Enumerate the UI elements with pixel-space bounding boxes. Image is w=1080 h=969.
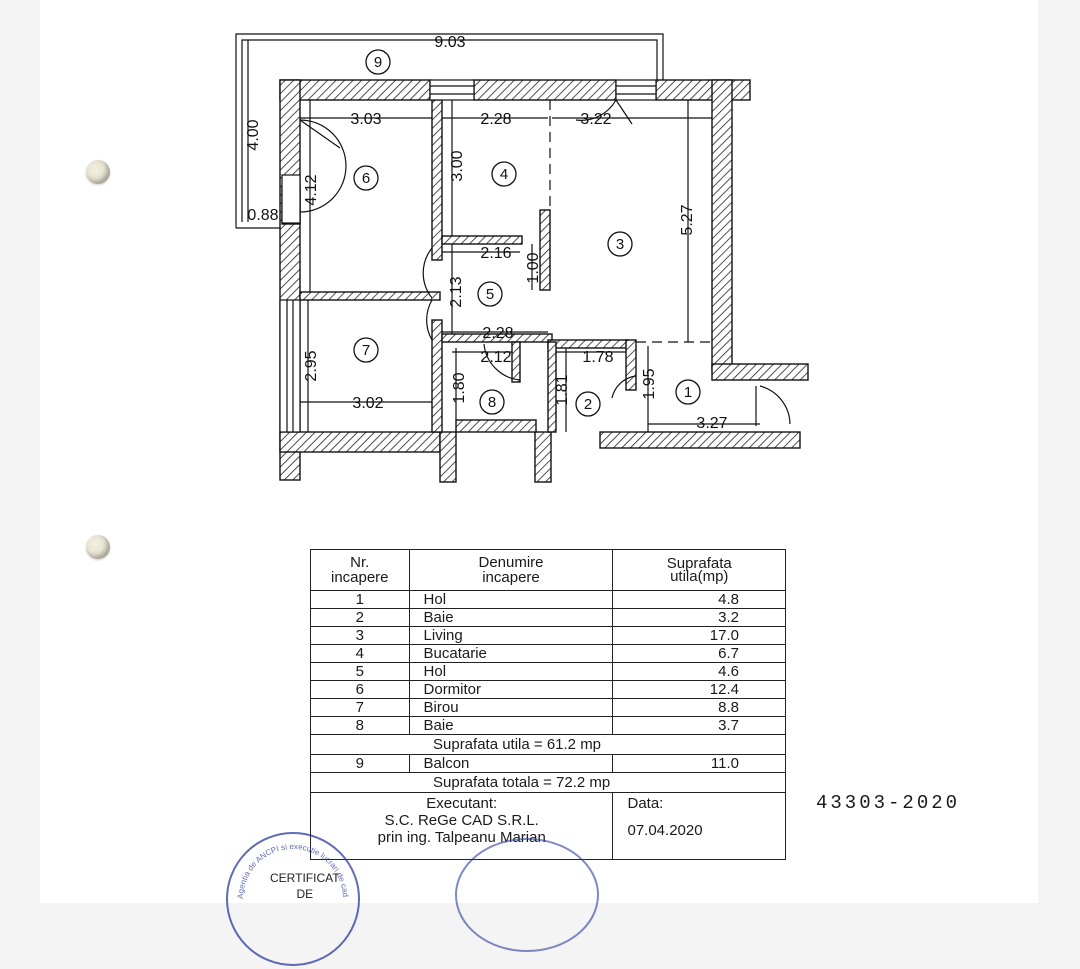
executant-label: Executant:: [426, 795, 498, 812]
door-swings: [299, 99, 791, 426]
windows: [279, 79, 657, 433]
room-number-6: 6: [362, 170, 370, 187]
dashed-openings: [549, 100, 712, 343]
room-number-3: 3: [616, 236, 624, 253]
room-number-1: 1: [684, 384, 692, 401]
dim-room6-width: 3.03: [350, 111, 381, 128]
room-number-4: 4: [500, 166, 508, 183]
dim-balcony-height: 4.00: [245, 119, 262, 150]
subtotal-row: Suprafata utila = 61.2 mp: [310, 734, 786, 755]
room-number-9: 9: [374, 54, 382, 71]
dim-room1-height: 1.95: [641, 368, 658, 399]
executant-cell: Executant: S.C. ReGe CAD S.R.L. prin ing…: [309, 792, 614, 860]
executant-company: S.C. ReGe CAD S.R.L.: [384, 812, 539, 829]
room-number-5: 5: [486, 286, 494, 303]
dim-room2-width: 1.78: [582, 349, 613, 366]
header-area: Suprafata utila(mp): [612, 549, 786, 591]
room-number-8: 8: [488, 394, 496, 411]
executant-person: prin ing. Talpeanu Marian: [377, 829, 546, 846]
dim-room7-width: 3.02: [352, 395, 383, 412]
total-text: Suprafata totala = 72.2 mp: [310, 772, 786, 793]
dim-room7-height: 2.95: [303, 350, 320, 381]
dim-room8-height: 1.80: [451, 372, 468, 403]
handwritten-serial: 43303-2020: [816, 792, 961, 814]
room-area-table: Nr. incapere Denumire incapere Suprafata…: [309, 549, 786, 860]
dim-room3-width: 3.22: [580, 111, 611, 128]
date-value: 07.04.2020: [627, 822, 703, 839]
room-number-2: 2: [584, 396, 592, 413]
company-stamp: [455, 838, 599, 952]
room-markers: 9 6 4 3 5 7 8 2 1: [353, 49, 701, 417]
date-cell: Data: 07.04.2020: [612, 792, 786, 860]
dim-total-width: 9.03: [434, 34, 465, 51]
ancpi-stamp: Agentia de ANCPI si executie lucrari de …: [226, 827, 360, 966]
dimension-lines: [247, 40, 760, 432]
dim-room4-height: 3.00: [449, 150, 466, 181]
total-row: Suprafata totala = 72.2 mp: [310, 772, 786, 793]
balcony-outline: [235, 33, 664, 229]
dim-balcony-depth: 0.88: [247, 207, 278, 224]
dim-niche-height: 1.00: [525, 252, 542, 283]
subtotal-text: Suprafata utila = 61.2 mp: [310, 734, 786, 755]
ancpi-stamp-ring: Agentia de ANCPI si executie lucrari de …: [226, 827, 350, 899]
dim-room5-height: 2.13: [448, 276, 465, 307]
binder-hole-top: [86, 160, 110, 184]
dim-room8-width: 2.12: [480, 349, 511, 366]
balcony-row: 9 Balcon 11.0: [310, 754, 786, 773]
dim-room1-width: 3.27: [696, 415, 727, 432]
date-label: Data:: [627, 795, 664, 812]
dim-room3-height: 5.27: [679, 204, 696, 235]
interior-walls: [299, 99, 637, 433]
room-number-7: 7: [362, 342, 370, 359]
table-header-row: Nr. incapere Denumire incapere Suprafata…: [310, 549, 786, 591]
dim-room5-bottom-width: 2.28: [482, 325, 513, 342]
certificate-text: CERTIFICAT DE: [270, 871, 340, 901]
dim-room4-width: 2.28: [480, 111, 511, 128]
dim-room6-height: 4.12: [303, 174, 320, 205]
header-name: Denumire incapere: [408, 549, 614, 591]
floor-plan: 9.03 3.03 2.28 3.22 4.00 0.88 4.12 3.00 …: [235, 33, 809, 483]
dim-room2-height: 1.81: [554, 374, 571, 405]
dim-room5-width: 2.16: [480, 245, 511, 262]
dimension-labels: 9.03 3.03 2.28 3.22 4.00 0.88 4.12 3.00 …: [245, 34, 728, 432]
binder-hole-bottom: [86, 535, 110, 559]
header-nr: Nr. incapere: [310, 549, 410, 591]
executant-row: Executant: S.C. ReGe CAD S.R.L. prin ing…: [309, 792, 786, 860]
